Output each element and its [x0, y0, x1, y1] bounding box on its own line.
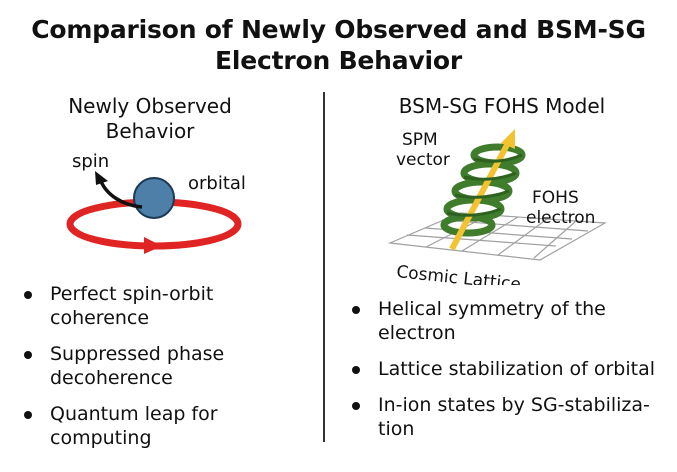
electron-sphere [133, 177, 175, 219]
left-column-heading: Newly Observed Behavior [35, 94, 265, 144]
title-line-2: Electron Behavior [214, 46, 463, 75]
right-bullet-list: Helical symmetry of the electron Lattice… [352, 297, 672, 453]
spin-label: spin [72, 151, 109, 172]
bullet-dot-icon [24, 411, 32, 419]
bullet-dot-icon [24, 291, 32, 299]
bullet-dot-icon [352, 306, 360, 314]
fohs-label-line-2: electron [526, 208, 595, 228]
bullet-dot-icon [352, 366, 360, 374]
column-divider [323, 92, 325, 442]
spm-label-line-2: vector [396, 150, 450, 170]
list-item: Suppressed phase decoherence [24, 342, 314, 390]
spin-arrow-head [95, 171, 108, 185]
spin-orbit-diagram: spin orbital [66, 151, 246, 254]
fohs-model-diagram: SPM vector FOHS electron Cosmic Lattice [387, 129, 608, 285]
bullet-dot-icon [352, 402, 360, 410]
right-column-heading: BSM-SG FOHS Model [398, 94, 606, 118]
page-title: Comparison of Newly Observed and BSM-SG … [0, 14, 677, 76]
left-heading-line-1: Newly Observed [68, 94, 232, 118]
left-heading-line-2: Behavior [105, 119, 195, 143]
list-item: Perfect spin-orbit coherence [24, 282, 314, 330]
spm-vector-arrow-head [501, 129, 515, 149]
orbital-label: orbital [188, 173, 246, 194]
list-item: Helical symmetry of the electron [352, 297, 672, 345]
left-bullet-list: Perfect spin-orbit coherence Suppressed … [24, 282, 314, 462]
helix-front-strands [446, 153, 523, 217]
list-item: In-ion states by SG-stabiliza-tion [352, 393, 672, 441]
title-line-1: Comparison of Newly Observed and BSM-SG [31, 15, 646, 44]
bullet-dot-icon [24, 351, 32, 359]
fohs-label-line-1: FOHS [532, 188, 579, 208]
list-item: Quantum leap for computing [24, 402, 314, 450]
orbit-direction-arrow [144, 237, 162, 254]
cosmic-lattice-label: Cosmic Lattice [395, 262, 521, 285]
list-item: Lattice stabilization of orbital [352, 357, 672, 381]
spm-label-line-1: SPM [402, 130, 438, 150]
